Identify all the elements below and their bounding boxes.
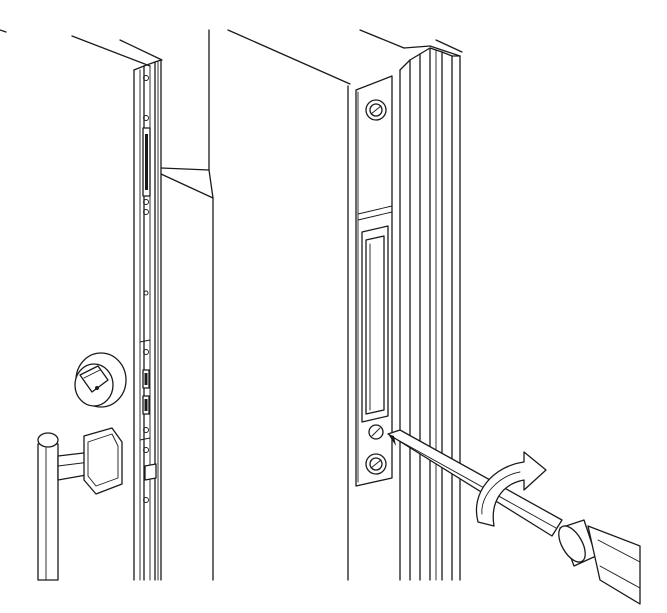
faceplate-screw-icon (143, 497, 149, 503)
door-frame-profile (347, 47, 461, 581)
adjustment-screw-icon (368, 424, 384, 440)
hook-bolt (144, 463, 157, 481)
keeper-slot (361, 225, 389, 423)
strike-screw-icon (365, 99, 387, 121)
faceplate-screw-icon (143, 290, 149, 296)
faceplate-screw-icon (143, 209, 149, 215)
screwdriver (387, 429, 641, 605)
strike-plate (355, 75, 393, 487)
zoom-cutaway-lines (160, 29, 214, 581)
left-panel-door-leaf (0, 29, 214, 581)
rotation-arrow-icon (475, 451, 547, 527)
faceplate-screw-icon (143, 349, 149, 355)
faceplate-screw-icon (143, 427, 149, 433)
frame-top-edge (227, 29, 463, 85)
faceplate-screw-icon (143, 115, 149, 121)
multipoint-lock-faceplate (139, 65, 157, 581)
faceplate-screw-icon (143, 75, 149, 81)
strike-screw-icon (365, 453, 387, 475)
faceplate-screw-icon (143, 199, 149, 205)
cylinder-lock-knob (74, 352, 127, 408)
screwdriver-handle (587, 525, 641, 605)
pull-handle (37, 427, 123, 581)
keyhole-icon (95, 386, 99, 390)
right-panel-door-frame (227, 29, 641, 605)
faceplate-screw-icon (143, 447, 149, 453)
door-top-edge (0, 29, 163, 67)
